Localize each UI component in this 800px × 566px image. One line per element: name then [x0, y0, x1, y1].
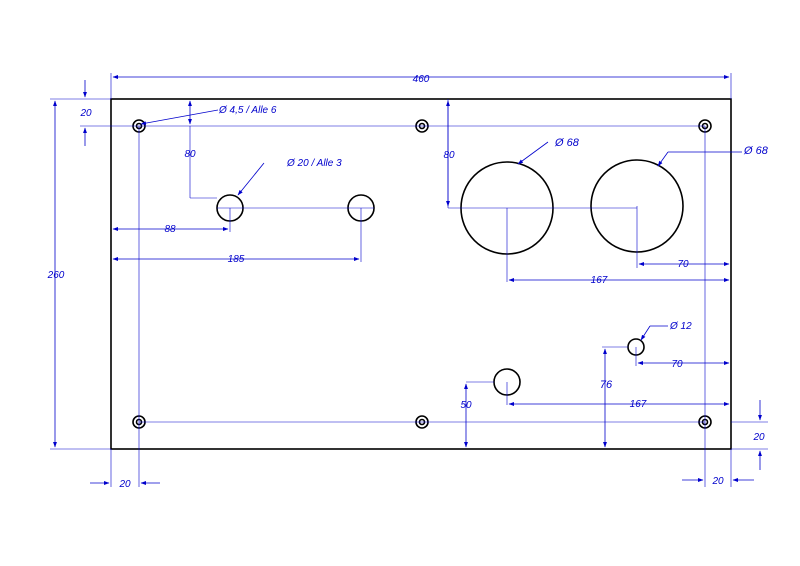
- dim-label-right-margin: 20: [711, 476, 724, 487]
- dim-label-50: 50: [460, 400, 472, 411]
- dim-label-top-margin: 20: [79, 108, 92, 119]
- hole-spec-20: Ø 20 / Alle 3: [286, 158, 342, 169]
- mounting-holes: [132, 119, 712, 429]
- hole-spec-68-right: Ø 68: [743, 145, 769, 157]
- hole-spec-small: Ø 4,5 / Alle 6: [218, 105, 277, 116]
- dim-label-167-top: 167: [591, 275, 608, 286]
- dimension-lines: [53, 75, 762, 485]
- dim-label-88: 88: [164, 224, 176, 235]
- dim-label-70-top: 70: [677, 259, 689, 270]
- dimension-labels: 460 260 20 20 20 20 Ø 4,5 / Alle 6 Ø 20 …: [47, 74, 769, 490]
- dim-label-left-margin: 20: [118, 479, 131, 490]
- dim-label-70-bottom: 70: [671, 359, 683, 370]
- plate-outline: [110, 98, 732, 450]
- dim-label-bottom-margin: 20: [752, 432, 765, 443]
- dim-label-overall-width: 460: [413, 74, 430, 85]
- hole-spec-12: Ø 12: [669, 321, 692, 332]
- dim-label-80-left: 80: [184, 149, 196, 160]
- dim-label-167-bottom: 167: [630, 399, 647, 410]
- dim-label-80-right: 80: [443, 150, 455, 161]
- hole-spec-68-left: Ø 68: [554, 137, 580, 149]
- extension-lines: [50, 73, 768, 487]
- dim-label-overall-height: 260: [47, 270, 65, 281]
- dim-label-185: 185: [228, 254, 245, 265]
- dim-label-76: 76: [600, 379, 613, 391]
